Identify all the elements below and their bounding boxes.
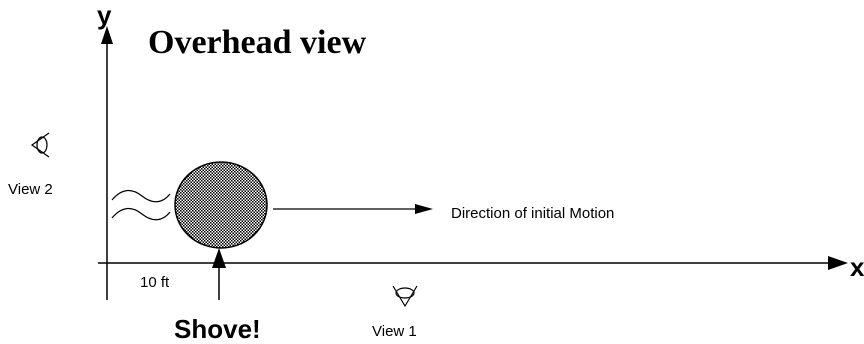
view-2-label: View 2 — [8, 181, 53, 198]
motion-direction-label: Direction of initial Motion — [451, 205, 614, 222]
view-1-label: View 1 — [372, 323, 417, 340]
shove-label: Shove! — [174, 314, 261, 344]
y-axis-label: y — [97, 0, 112, 30]
motion-direction-arrow — [273, 204, 433, 214]
sliding-object — [174, 161, 268, 249]
eye-down-icon — [392, 285, 418, 308]
shove-arrow — [212, 248, 226, 300]
y-axis-arrowhead — [101, 26, 113, 44]
distance-label: 10 ft — [140, 274, 170, 291]
motion-wave-lines — [111, 189, 171, 221]
eye-left-icon — [30, 132, 50, 158]
x-axis-label: x — [850, 252, 864, 282]
x-axis-arrowhead — [828, 256, 848, 270]
diagram-title: Overhead view — [148, 24, 367, 61]
y-axis: y — [97, 0, 113, 300]
